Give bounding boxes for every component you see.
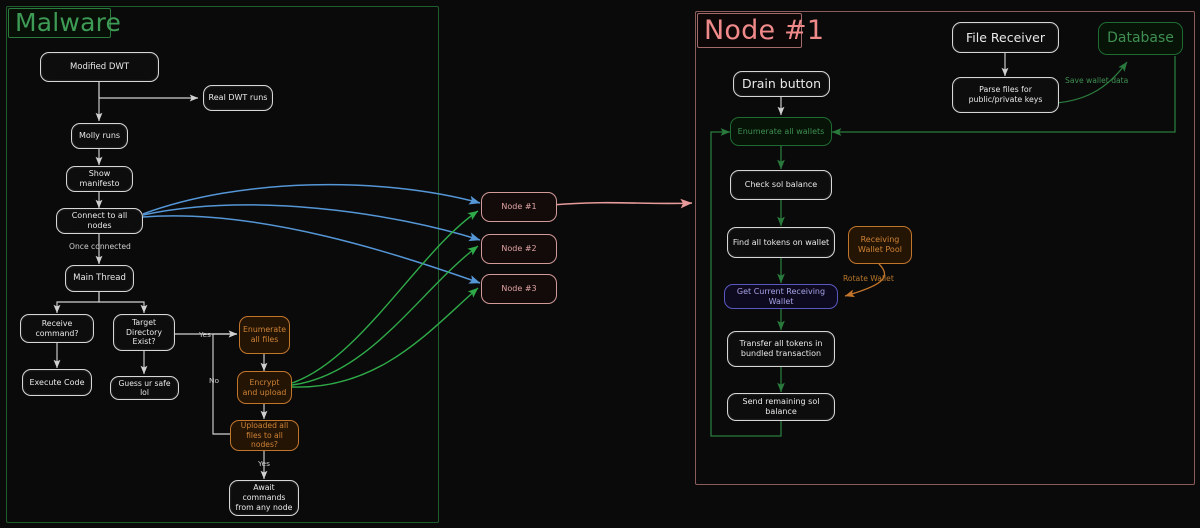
node-target-directory-exist[interactable]: Target Directory Exist? <box>113 314 175 351</box>
node1-panel-title: Node #1 <box>697 13 824 48</box>
node-enumerate-all-wallets[interactable]: Enumerate all wallets <box>730 117 832 146</box>
node-label: Find all tokens on wallet <box>732 237 830 247</box>
node-label: Node #3 <box>501 284 537 293</box>
node-box-node-1[interactable]: Node #1 <box>481 192 557 222</box>
node-modified-dwt[interactable]: Modified DWT <box>40 52 159 82</box>
edge-label-text: Save wallet data <box>1065 76 1129 85</box>
node-file-receiver[interactable]: File Receiver <box>952 22 1059 53</box>
node-label: Transfer all tokens in bundled transacti… <box>739 339 823 358</box>
node-label: Node #1 <box>501 202 537 211</box>
node-find-all-tokens-on-wallet[interactable]: Find all tokens on wallet <box>727 227 835 258</box>
node-box-node-3[interactable]: Node #3 <box>481 274 557 304</box>
edge-label-once-connected: Once connected <box>69 242 131 251</box>
node-drain-button[interactable]: Drain button <box>733 71 830 97</box>
node-connect-to-all-nodes[interactable]: Connect to all nodes <box>56 208 143 234</box>
node-label: Send remaining sol balance <box>742 397 820 416</box>
node-uploaded-all-files[interactable]: Uploaded all files to all nodes? <box>230 420 299 451</box>
node-encrypt-and-upload[interactable]: Encrypt and upload <box>237 371 292 404</box>
node-label: Execute Code <box>29 377 85 387</box>
node-parse-files[interactable]: Parse files for public/private keys <box>952 77 1059 113</box>
node-receiving-wallet-pool[interactable]: Receiving Wallet Pool <box>848 226 912 264</box>
node-label: Await commands from any node <box>235 483 293 512</box>
node-guess-ur-safe-lol[interactable]: Guess ur safe lol <box>110 376 179 400</box>
malware-title-text: Malware <box>15 8 122 37</box>
node-label: File Receiver <box>966 29 1045 45</box>
node-database[interactable]: Database <box>1098 22 1183 55</box>
node-receive-command[interactable]: Receive command? <box>20 314 94 343</box>
node-label: Enumerate all files <box>242 325 287 344</box>
node-label: Node #2 <box>501 244 537 253</box>
node-box-node-2[interactable]: Node #2 <box>481 234 557 264</box>
edge-label-save-wallet-data: Save wallet data <box>1065 76 1128 85</box>
edge-label-text: Yes <box>199 330 211 339</box>
node-label: Main Thread <box>73 273 126 284</box>
node-label: Real DWT runs <box>208 93 268 102</box>
node-send-remaining-sol-balance[interactable]: Send remaining sol balance <box>727 393 835 421</box>
node-label: Molly runs <box>78 131 121 140</box>
node-label: Show manifesto <box>79 169 120 188</box>
node-label: Receive command? <box>35 318 79 338</box>
node-label: Receiving Wallet Pool <box>858 235 902 254</box>
node-await-commands[interactable]: Await commands from any node <box>229 480 299 516</box>
node-show-manifesto[interactable]: Show manifesto <box>66 166 133 192</box>
node-label: Drain button <box>741 76 822 92</box>
node-label: Enumerate all wallets <box>737 126 825 136</box>
node-label: Guess ur safe lol <box>118 378 171 397</box>
node-label: Parse files for public/private keys <box>968 85 1043 104</box>
edge-label-yes-target-dir: Yes <box>199 330 211 339</box>
node-enumerate-all-files[interactable]: Enumerate all files <box>239 316 290 354</box>
node-main-thread[interactable]: Main Thread <box>65 265 134 292</box>
node-label: Target Directory Exist? <box>126 317 162 347</box>
edge-label-text: Once connected <box>69 242 131 251</box>
node-get-current-receiving-wallet[interactable]: Get Current Receiving Wallet <box>724 284 838 309</box>
edge-label-text: Yes <box>258 459 270 468</box>
edge-label-yes-uploaded: Yes <box>258 459 270 468</box>
edge-label-no-uploaded: No <box>209 376 219 385</box>
node-label: Check sol balance <box>744 180 818 189</box>
node1-panel <box>695 11 1195 485</box>
edge-label-text: No <box>209 376 220 385</box>
edge-label-text: Rotate Wallet <box>843 274 894 283</box>
node-label: Modified DWT <box>69 61 130 72</box>
node-molly-runs[interactable]: Molly runs <box>71 123 128 149</box>
malware-panel-title: Malware <box>8 8 121 38</box>
node-label: Uploaded all files to all nodes? <box>240 421 289 450</box>
edge-label-rotate-wallet: Rotate Wallet <box>843 274 894 283</box>
node-real-dwt-runs[interactable]: Real DWT runs <box>203 85 273 111</box>
node-label: Connect to all nodes <box>71 211 128 230</box>
node-label: Database <box>1107 29 1174 46</box>
node1-title-text: Node #1 <box>704 15 825 46</box>
node-execute-code[interactable]: Execute Code <box>22 369 92 396</box>
node-label: Encrypt and upload <box>242 377 287 397</box>
node-label: Get Current Receiving Wallet <box>736 286 826 306</box>
node-check-sol-balance[interactable]: Check sol balance <box>730 170 832 200</box>
node-transfer-all-tokens[interactable]: Transfer all tokens in bundled transacti… <box>727 331 835 367</box>
